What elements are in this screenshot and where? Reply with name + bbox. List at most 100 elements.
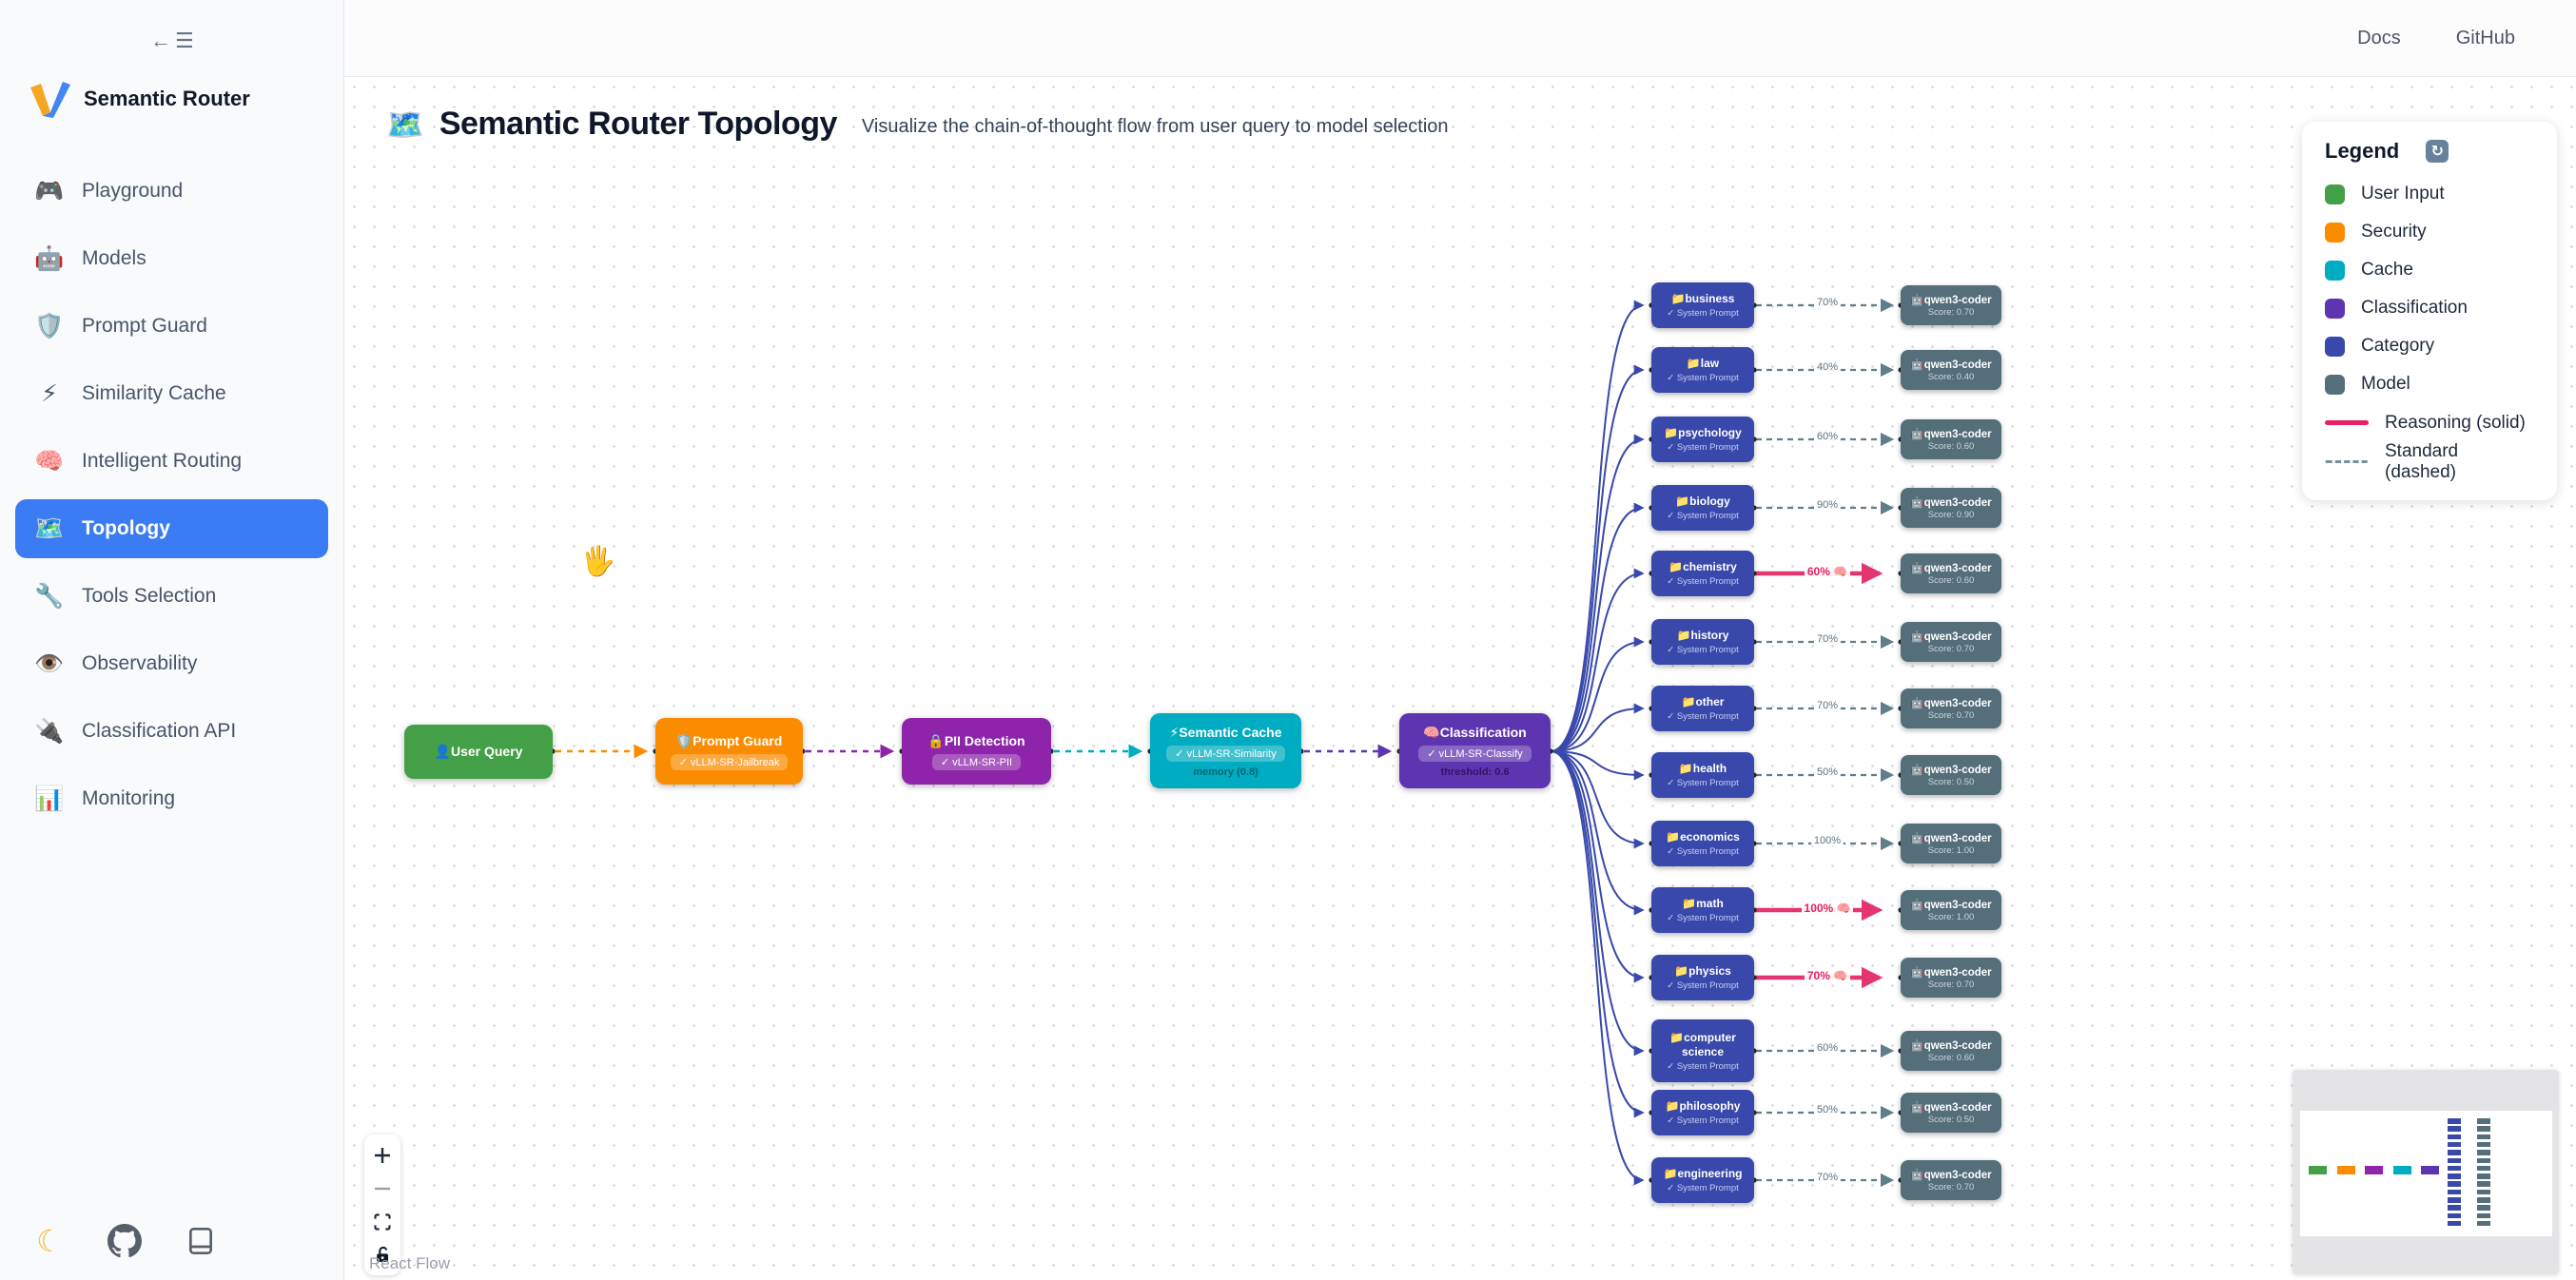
model-name: qwen3-coder (1923, 295, 1992, 306)
github-link[interactable]: GitHub (2455, 27, 2515, 48)
github-icon[interactable] (107, 1224, 142, 1258)
category-name: law (1700, 357, 1720, 370)
pipeline-node-semantic-cache[interactable]: ⚡Semantic Cache ✓ vLLM-SR-Similarity mem… (1150, 713, 1301, 788)
sidebar-item-label: Classification API (82, 720, 237, 742)
flow-edges-layer (550, 298, 1903, 1188)
sidebar-item-observability[interactable]: 👁️ Observability (15, 634, 328, 693)
sidebar-item-models[interactable]: 🤖 Models (15, 229, 328, 288)
minimap[interactable] (2293, 1070, 2559, 1274)
category-node-history[interactable]: 📁history ✓ System Prompt (1651, 619, 1754, 665)
pipeline-node-title: Prompt Guard (693, 732, 783, 748)
model-node[interactable]: 🤖qwen3-coder Score: 0.60 (1901, 553, 2001, 593)
sidebar-item-intelligent-routing[interactable]: 🧠 Intelligent Routing (15, 432, 328, 491)
category-name: computer science (1681, 1030, 1736, 1058)
minimap-node (2448, 1173, 2461, 1179)
legend-item: User Input (2325, 175, 2534, 213)
pipeline-node-pii-detection[interactable]: 🔒PII Detection ✓ vLLM-SR-PII (902, 718, 1051, 785)
refresh-icon[interactable]: ↻ (2426, 140, 2449, 163)
sidebar-item-label: Playground (82, 180, 184, 202)
pipeline-node-icon: 🔒 (927, 732, 945, 748)
react-flow-attribution[interactable]: React Flow (369, 1254, 451, 1272)
sidebar-item-topology[interactable]: 🗺️ Topology (15, 499, 328, 558)
fit-view-icon (374, 1212, 391, 1231)
minimap-node (2477, 1220, 2490, 1227)
docs-book-icon[interactable] (185, 1226, 216, 1256)
zoom-out-button[interactable] (364, 1172, 400, 1205)
sidebar-item-icon: 🔧 (34, 582, 65, 610)
model-node[interactable]: 🤖qwen3-coder Score: 0.60 (1901, 419, 2001, 459)
category-node-math[interactable]: 📁math ✓ System Prompt (1651, 887, 1754, 933)
theme-toggle-moon-icon[interactable]: ☾ (36, 1224, 64, 1258)
sidebar-item-similarity-cache[interactable]: ⚡ Similarity Cache (15, 364, 328, 423)
minimap-node (2421, 1166, 2439, 1174)
minimap-node (2448, 1189, 2461, 1195)
sidebar-item-label: Topology (82, 517, 170, 539)
pipeline-node-title: PII Detection (944, 732, 1025, 748)
sidebar-item-prompt-guard[interactable]: 🛡️ Prompt Guard (15, 297, 328, 356)
sidebar-item-classification-api[interactable]: 🔌 Classification API (15, 702, 328, 761)
folder-icon: 📁 (1675, 495, 1690, 508)
model-node[interactable]: 🤖qwen3-coder Score: 0.70 (1901, 958, 2001, 998)
category-system-prompt: ✓ System Prompt (1667, 373, 1739, 383)
folder-icon: 📁 (1666, 830, 1681, 844)
sidebar-item-playground[interactable]: 🎮 Playground (15, 162, 328, 221)
category-node-other[interactable]: 📁other ✓ System Prompt (1651, 686, 1754, 731)
sidebar-item-label: Tools Selection (82, 585, 217, 607)
sidebar-collapse-button[interactable]: ←☰ (150, 29, 194, 53)
category-node-biology[interactable]: 📁biology ✓ System Prompt (1651, 485, 1754, 531)
robot-icon: 🤖 (1910, 833, 1924, 844)
category-node-chemistry[interactable]: 📁chemistry ✓ System Prompt (1651, 551, 1754, 596)
docs-link[interactable]: Docs (2357, 27, 2401, 48)
category-node-law[interactable]: 📁law ✓ System Prompt (1651, 347, 1754, 393)
category-node-engineering[interactable]: 📁engineering ✓ System Prompt (1651, 1157, 1754, 1203)
sidebar: ←☰ Semantic Router 🎮 Playground 🤖 Models… (0, 0, 344, 1280)
model-node[interactable]: 🤖qwen3-coder Score: 0.70 (1901, 1160, 2001, 1200)
category-system-prompt: ✓ System Prompt (1667, 645, 1739, 655)
model-score: Score: 0.60 (1927, 1053, 1975, 1063)
model-node[interactable]: 🤖qwen3-coder Score: 0.70 (1901, 688, 2001, 728)
pipeline-node-icon: 👤 (434, 744, 451, 759)
minimap-node (2448, 1165, 2461, 1172)
model-node[interactable]: 🤖qwen3-coder Score: 0.70 (1901, 285, 2001, 325)
category-node-business[interactable]: 📁business ✓ System Prompt (1651, 282, 1754, 328)
legend-item: Category (2325, 327, 2534, 365)
model-node[interactable]: 🤖qwen3-coder Score: 0.70 (1901, 622, 2001, 662)
category-node-economics[interactable]: 📁economics ✓ System Prompt (1651, 821, 1754, 866)
folder-icon: 📁 (1669, 1030, 1685, 1044)
legend-line-label: Reasoning (solid) (2385, 412, 2526, 433)
category-name: physics (1688, 964, 1731, 978)
collapse-arrow-icon: ← (150, 29, 171, 52)
sidebar-item-tools-selection[interactable]: 🔧 Tools Selection (15, 567, 328, 626)
folder-icon: 📁 (1665, 1099, 1680, 1113)
category-node-psychology[interactable]: 📁psychology ✓ System Prompt (1651, 417, 1754, 462)
lock-toggle-button[interactable] (364, 1238, 400, 1271)
sidebar-item-icon: 🔌 (34, 717, 65, 745)
model-node[interactable]: 🤖qwen3-coder Score: 1.00 (1901, 890, 2001, 930)
category-node-computer-science[interactable]: 📁computer science ✓ System Prompt (1651, 1019, 1754, 1082)
pipeline-node-prompt-guard[interactable]: 🛡️Prompt Guard ✓ vLLM-SR-Jailbreak (655, 718, 803, 785)
model-node[interactable]: 🤖qwen3-coder Score: 0.50 (1901, 1093, 2001, 1133)
model-node[interactable]: 🤖qwen3-coder Score: 0.90 (1901, 488, 2001, 528)
model-node[interactable]: 🤖qwen3-coder Score: 1.00 (1901, 824, 2001, 863)
sidebar-item-monitoring[interactable]: 📊 Monitoring (15, 769, 328, 828)
pipeline-node-classification[interactable]: 🧠Classification ✓ vLLM-SR-Classify thres… (1399, 713, 1551, 788)
model-node[interactable]: 🤖qwen3-coder Score: 0.60 (1901, 1031, 2001, 1071)
category-node-philosophy[interactable]: 📁philosophy ✓ System Prompt (1651, 1090, 1754, 1135)
pipeline-node-user-query[interactable]: 👤User Query (404, 725, 553, 779)
fit-view-button[interactable] (364, 1205, 400, 1238)
robot-icon: 🤖 (1910, 1170, 1924, 1181)
legend-color-chip (2325, 222, 2345, 242)
app-logo: Semantic Router (29, 80, 250, 118)
robot-icon: 🤖 (1910, 1102, 1924, 1114)
folder-icon: 📁 (1670, 292, 1686, 305)
minimap-node (2477, 1150, 2490, 1155)
model-node[interactable]: 🤖qwen3-coder Score: 0.50 (1901, 755, 2001, 795)
minimap-node (2448, 1150, 2461, 1155)
model-node[interactable]: 🤖qwen3-coder Score: 0.40 (1901, 350, 2001, 390)
category-system-prompt: ✓ System Prompt (1667, 778, 1739, 788)
zoom-in-button[interactable] (364, 1138, 400, 1172)
logo-v-icon (30, 82, 70, 118)
category-node-physics[interactable]: 📁physics ✓ System Prompt (1651, 955, 1754, 1000)
flow-canvas[interactable]: 🗺️ Semantic Router Topology Visualize th… (344, 77, 2576, 1280)
category-node-health[interactable]: 📁health ✓ System Prompt (1651, 752, 1754, 798)
